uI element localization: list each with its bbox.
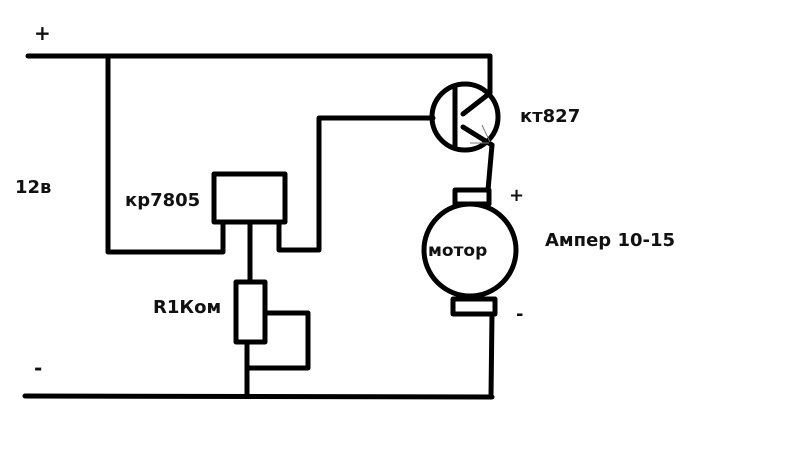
potentiometer-wiper-wire [244, 310, 311, 371]
regulator-label: кр7805 [125, 190, 200, 211]
motor-plus-label: + [509, 185, 524, 206]
emitter-wire [485, 142, 495, 193]
motor-body [421, 201, 519, 299]
motor-bottom-brush [450, 296, 498, 317]
transistor-collector [460, 90, 493, 117]
resistor-label: R1Ком [153, 297, 221, 318]
transistor-emitter [460, 124, 495, 148]
motor-label: мотор [428, 241, 487, 261]
supply-minus-label: - [34, 356, 42, 380]
negative-rail-wire [22, 393, 495, 400]
motor-minus-label: - [516, 304, 523, 325]
regulator-input-wire [105, 53, 226, 255]
regulator-body [211, 171, 288, 225]
current-label: Ампер 10-15 [545, 230, 675, 251]
potentiometer-body [233, 279, 268, 345]
motor-return-wire [488, 311, 495, 399]
supply-plus-label: + [34, 21, 51, 45]
regulator-output-wire [276, 115, 436, 253]
transistor-body [429, 81, 501, 153]
emitter-arrow-stroke [481, 124, 491, 143]
transistor-label: кт827 [520, 106, 580, 127]
supply-voltage-label: 12в [15, 177, 51, 198]
